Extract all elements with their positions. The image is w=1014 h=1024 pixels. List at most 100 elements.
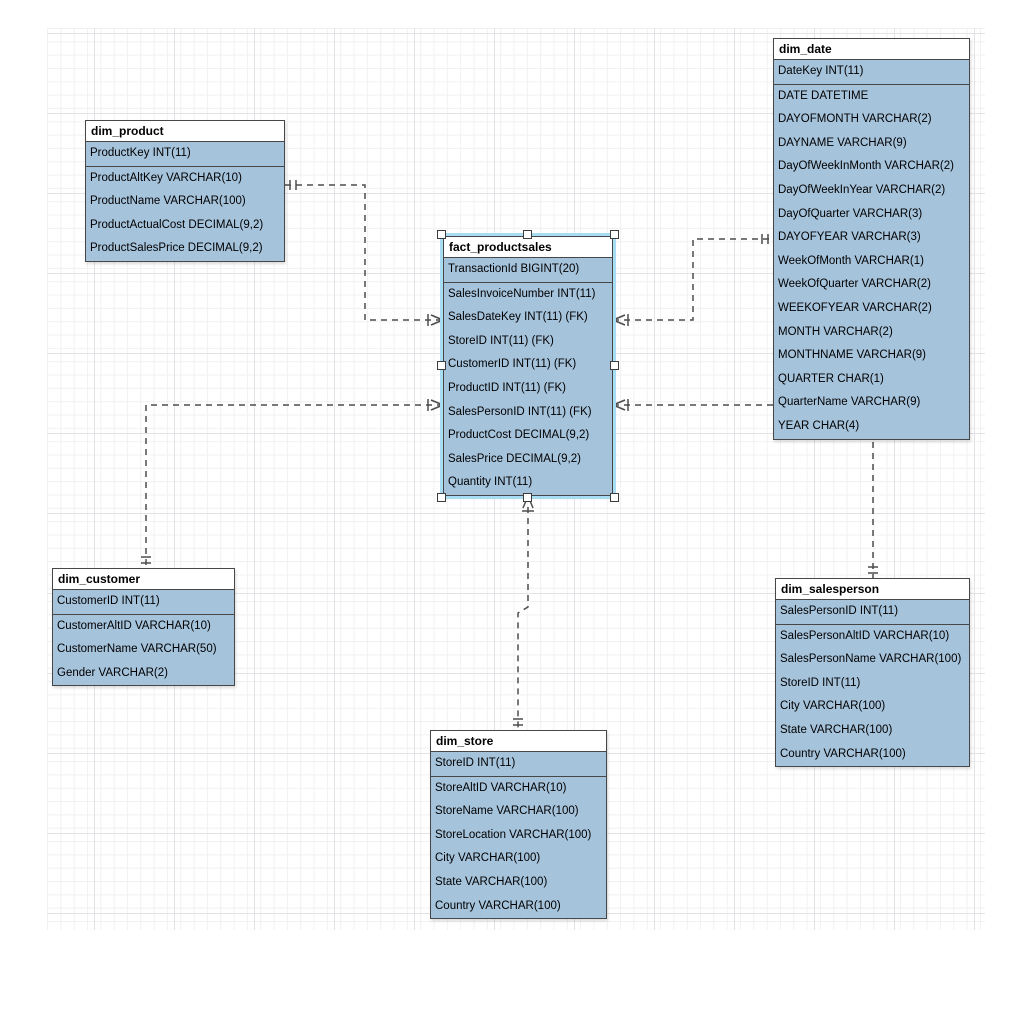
cardinality-marker-many	[427, 314, 444, 326]
column-row[interactable]: WEEKOFYEAR VARCHAR(2)	[778, 301, 932, 314]
cardinality-marker-many	[612, 399, 629, 411]
table-title: dim_store	[436, 734, 494, 748]
column-row[interactable]: WeekOfMonth VARCHAR(1)	[778, 254, 924, 267]
primary-key-section: StoreID INT(11)	[431, 752, 606, 777]
column-row[interactable]: DayOfWeekInMonth VARCHAR(2)	[778, 160, 954, 173]
column-row[interactable]: MONTHNAME VARCHAR(9)	[778, 349, 927, 362]
column-row[interactable]: QuarterName VARCHAR(9)	[778, 396, 921, 409]
column-row-pk[interactable]: StoreID INT(11)	[435, 757, 516, 769]
column-row[interactable]: CustomerAltID VARCHAR(10)	[57, 619, 211, 632]
column-row[interactable]: SalesDateKey INT(11) (FK)	[448, 311, 588, 324]
column-row[interactable]: StoreAltID VARCHAR(10)	[435, 781, 567, 794]
connector-fact_productsales-dim_salesperson[interactable]	[613, 404, 874, 578]
column-row[interactable]: CustomerName VARCHAR(50)	[57, 643, 217, 656]
selection-handle-nw[interactable]	[437, 230, 446, 239]
table-title: dim_customer	[58, 572, 141, 586]
column-row[interactable]: Country VARCHAR(100)	[780, 747, 906, 760]
column-row[interactable]: SalesPersonAltID VARCHAR(10)	[780, 629, 950, 642]
column-row-pk[interactable]: CustomerID INT(11)	[57, 595, 160, 607]
table-header[interactable]: dim_salesperson	[776, 579, 969, 600]
cardinality-marker-one	[513, 718, 523, 726]
columns-section: SalesInvoiceNumber INT(11) SalesDateKey I…	[444, 283, 612, 495]
selection-handle-e[interactable]	[610, 360, 619, 370]
columns-section: StoreAltID VARCHAR(10) StoreName VARCHAR(…	[431, 777, 606, 919]
column-row[interactable]: DATE DATETIME	[778, 89, 869, 102]
column-row[interactable]: DayOfWeekInYear VARCHAR(2)	[778, 183, 946, 196]
column-row[interactable]: StoreName VARCHAR(100)	[435, 805, 579, 818]
columns-section: DATE DATETIME DAYOFMONTH VARCHAR(2) DAYNAM…	[774, 85, 969, 439]
column-row[interactable]: ProductSalesPrice DECIMAL(9,2)	[90, 242, 263, 255]
column-row-pk[interactable]: TransactionId BIGINT(20)	[448, 263, 580, 275]
cardinality-marker-one	[289, 180, 297, 190]
column-row[interactable]: SalesPersonName VARCHAR(100)	[780, 653, 962, 666]
column-row[interactable]: StoreID INT(11)	[780, 676, 861, 689]
columns-section: CustomerAltID VARCHAR(10) CustomerName VA…	[53, 615, 234, 686]
table-header[interactable]: dim_store	[431, 731, 606, 752]
column-row[interactable]: State VARCHAR(100)	[435, 875, 548, 888]
connector-fact_productsales-dim_date[interactable]	[613, 238, 773, 321]
table-header[interactable]: dim_date	[774, 39, 969, 60]
column-row[interactable]: WeekOfQuarter VARCHAR(2)	[778, 278, 931, 291]
column-row[interactable]: ProductActualCost DECIMAL(9,2)	[90, 218, 264, 231]
table-title: fact_productsales	[449, 240, 552, 254]
column-row[interactable]: Gender VARCHAR(2)	[57, 666, 168, 679]
connector-fact_productsales-dim_customer[interactable]	[145, 404, 443, 568]
column-row[interactable]: ProductName VARCHAR(100)	[90, 195, 246, 208]
column-row[interactable]: Quantity INT(11)	[448, 476, 533, 489]
cardinality-marker-one	[141, 556, 151, 564]
column-row[interactable]: ProductAltKey VARCHAR(10)	[90, 171, 242, 184]
selection-handle-n[interactable]	[523, 230, 532, 239]
selection-handle-ne[interactable]	[610, 230, 619, 239]
primary-key-section: SalesPersonID INT(11)	[776, 600, 969, 625]
selection-handle-w[interactable]	[437, 360, 446, 370]
column-row[interactable]: Country VARCHAR(100)	[435, 899, 561, 912]
primary-key-section: DateKey INT(11)	[774, 60, 969, 85]
column-row[interactable]: StoreLocation VARCHAR(100)	[435, 828, 592, 841]
column-row-pk[interactable]: DateKey INT(11)	[778, 65, 864, 77]
column-row[interactable]: CustomerID INT(11) (FK)	[448, 358, 577, 371]
column-row[interactable]: QUARTER CHAR(1)	[778, 372, 884, 385]
column-row[interactable]: City VARCHAR(100)	[435, 852, 541, 865]
table-header[interactable]: dim_product	[86, 121, 284, 142]
column-row[interactable]: DAYOFYEAR VARCHAR(3)	[778, 231, 921, 244]
column-row[interactable]: City VARCHAR(100)	[780, 700, 886, 713]
column-row-pk[interactable]: ProductKey INT(11)	[90, 147, 191, 159]
column-row[interactable]: DAYNAME VARCHAR(9)	[778, 136, 907, 149]
column-row[interactable]: ProductID INT(11) (FK)	[448, 381, 566, 394]
column-row[interactable]: DAYOFMONTH VARCHAR(2)	[778, 113, 932, 126]
column-row[interactable]: MONTH VARCHAR(2)	[778, 325, 893, 338]
column-row[interactable]: SalesPersonID INT(11) (FK)	[448, 405, 592, 418]
table-title: dim_date	[779, 42, 832, 56]
column-row-pk[interactable]: SalesPersonID INT(11)	[780, 605, 899, 617]
columns-section: ProductAltKey VARCHAR(10) ProductName VAR…	[86, 167, 284, 261]
column-row[interactable]: SalesPrice DECIMAL(9,2)	[448, 452, 581, 465]
selection-handle-s[interactable]	[523, 492, 532, 502]
table-title: dim_salesperson	[781, 582, 880, 596]
column-row[interactable]: SalesInvoiceNumber INT(11)	[448, 287, 596, 300]
column-row[interactable]: ProductCost DECIMAL(9,2)	[448, 429, 590, 442]
table-title: dim_product	[91, 124, 164, 138]
column-row[interactable]: YEAR CHAR(4)	[778, 419, 860, 432]
selection-handle-sw[interactable]	[437, 492, 446, 502]
cardinality-marker-one	[868, 566, 878, 574]
table-header[interactable]: dim_customer	[53, 569, 234, 590]
column-row[interactable]: State VARCHAR(100)	[780, 723, 893, 736]
table-header[interactable]: fact_productsales	[444, 237, 612, 258]
columns-section: SalesPersonAltID VARCHAR(10) SalesPersonN…	[776, 625, 969, 767]
connector-fact_productsales-dim_store[interactable]	[517, 496, 529, 730]
primary-key-section: ProductKey INT(11)	[86, 142, 284, 167]
selection-handle-se[interactable]	[610, 492, 619, 502]
primary-key-section: CustomerID INT(11)	[53, 590, 234, 615]
column-row[interactable]: DayOfQuarter VARCHAR(3)	[778, 207, 923, 220]
connector-dim_product-fact_productsales[interactable]	[285, 184, 443, 321]
cardinality-marker-one	[761, 234, 769, 244]
column-row[interactable]: StoreID INT(11) (FK)	[448, 334, 554, 347]
